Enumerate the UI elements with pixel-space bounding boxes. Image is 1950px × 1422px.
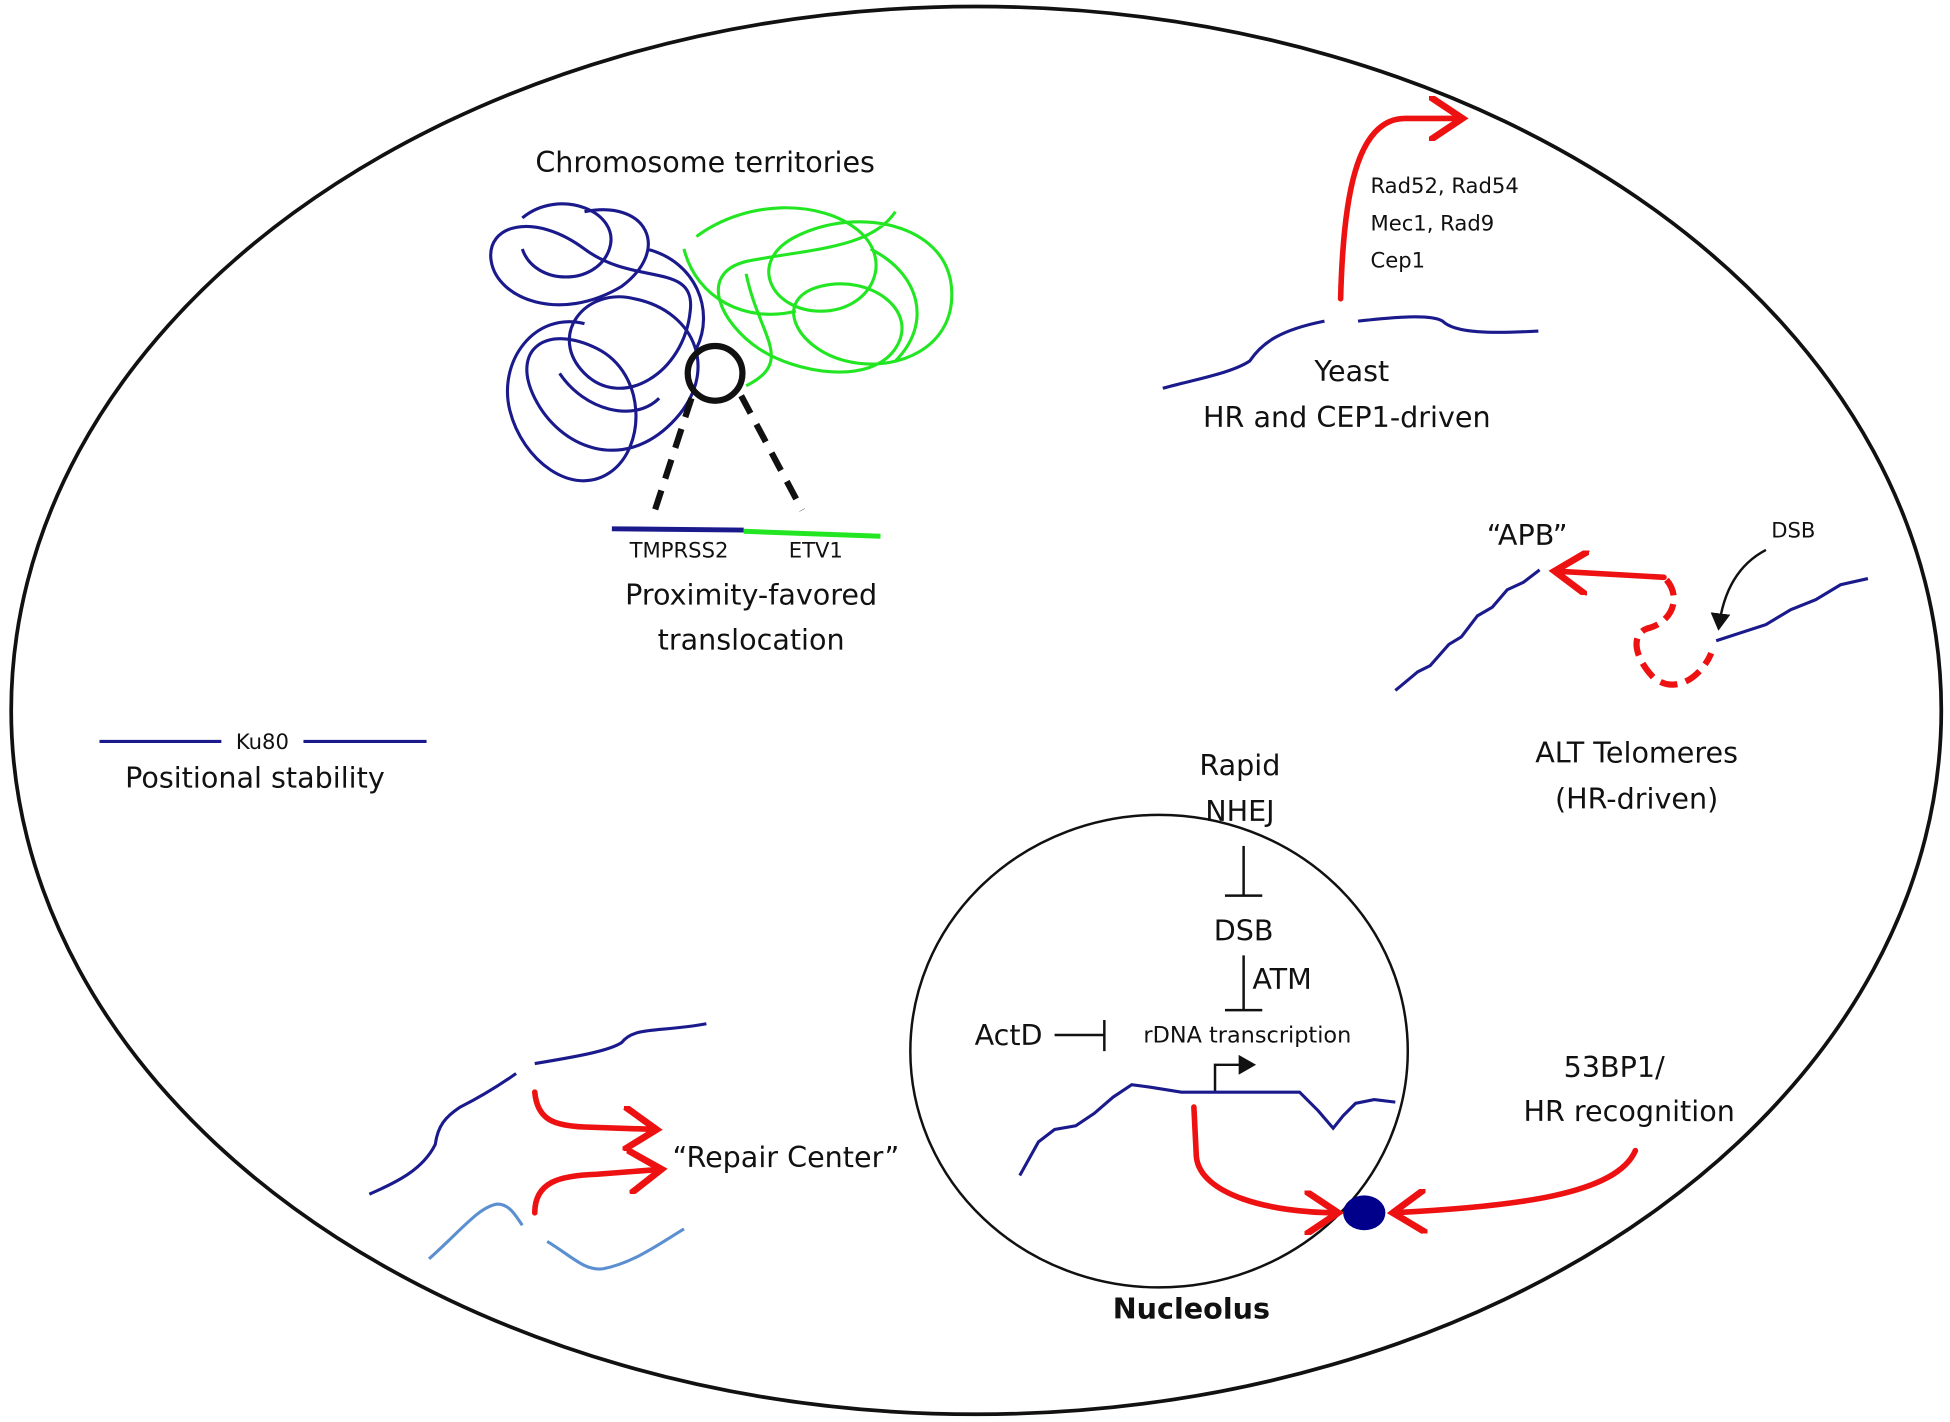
- tmprss2-segment: [611, 526, 744, 533]
- chromosome-territories: Chromosome territories TMPRSS2 ETV1 Prox…: [489, 145, 954, 656]
- telomere-dna-right: [1715, 577, 1869, 643]
- green-chromosome-territory: [682, 206, 954, 388]
- atm-inhibits-transcription-icon: [1224, 955, 1263, 1012]
- repair-dna-light-left: [428, 1202, 524, 1260]
- yeast-factor-3: Cep1: [1370, 248, 1425, 273]
- proximity-caption-line1: Proximity-favored: [625, 578, 877, 612]
- positional-stability-caption: Positional stability: [125, 760, 385, 794]
- nhej-inhibits-dsb-icon: [1224, 845, 1263, 897]
- repair-center-arrow-2: [531, 1169, 662, 1216]
- nucleolus-label: Nucleolus: [1113, 1292, 1270, 1326]
- tmprss2-label: TMPRSS2: [629, 537, 729, 562]
- zoom-dashed-line-right: [738, 394, 805, 512]
- repair-center-arrow-1: [531, 1089, 657, 1129]
- yeast-caption-line2: HR and CEP1-driven: [1203, 400, 1491, 434]
- atm-label: ATM: [1252, 962, 1311, 996]
- nucleolus-outline: [909, 813, 1410, 1289]
- yeast-section: Rad52, Rad54 Mec1, Rad9 Cep1 Yeast HR an…: [1162, 118, 1539, 434]
- repair-center-label: “Repair Center”: [673, 1140, 900, 1174]
- actd-label: ActD: [975, 1018, 1043, 1052]
- recognition-arrow: [1393, 1147, 1639, 1213]
- etv1-segment: [743, 528, 881, 539]
- actd-inhibits-icon: [1054, 1020, 1106, 1052]
- rdna-locus: [1018, 1083, 1396, 1177]
- yeast-dna-right: [1357, 315, 1539, 334]
- yeast-dna-left: [1162, 319, 1325, 390]
- chromosome-territories-title: Chromosome territories: [535, 145, 875, 179]
- dsb-label-alt: DSB: [1771, 518, 1815, 543]
- nhej-label: NHEJ: [1205, 794, 1274, 828]
- telomere-strand-invasion-dashed: [1633, 577, 1715, 688]
- yeast-factor-1: Rad52, Rad54: [1370, 173, 1518, 198]
- rdna-relocation-arrow: [1191, 1104, 1338, 1213]
- repair-dna-right: [534, 1022, 707, 1066]
- nucleus-outline: [9, 4, 1944, 1417]
- alt-caption-line2: (HR-driven): [1555, 782, 1718, 816]
- nucleolar-cap-focus: [1343, 1195, 1386, 1231]
- telomere-dna-left: [1394, 568, 1541, 692]
- translocation-focus-circle: [684, 342, 746, 404]
- alt-caption-line1: ALT Telomeres: [1535, 736, 1738, 770]
- zoom-dashed-line-left: [649, 397, 695, 518]
- yeast-factor-2: Mec1, Rad9: [1370, 210, 1494, 235]
- recognition-section: 53BP1/ HR recognition: [1393, 1050, 1735, 1213]
- dsb-pointer-arrow: [1710, 548, 1767, 631]
- alt-telomeres-section: “APB” DSB ALT Telomeres (HR-driven): [1394, 518, 1869, 816]
- rapid-label: Rapid: [1199, 748, 1280, 782]
- apb-label: “APB”: [1487, 518, 1568, 552]
- rdna-transcription-label: rDNA transcription: [1143, 1022, 1351, 1048]
- transcription-start-arrow-icon: [1213, 1054, 1257, 1093]
- etv1-label: ETV1: [789, 537, 843, 562]
- recognition-line2: HR recognition: [1523, 1094, 1734, 1128]
- repair-dna-left: [368, 1072, 517, 1196]
- dsb-label-nucleolus: DSB: [1214, 913, 1274, 947]
- ku80-label: Ku80: [236, 729, 289, 754]
- yeast-caption-line1: Yeast: [1313, 354, 1389, 388]
- proximity-caption-line2: translocation: [658, 622, 845, 656]
- yeast-relocation-arrow: [1337, 118, 1463, 302]
- recognition-line1: 53BP1/: [1564, 1050, 1665, 1084]
- nucleolus-section: Rapid NHEJ DSB ATM ActD rDNA transcripti…: [909, 748, 1410, 1326]
- blue-chromosome-territory: [489, 202, 706, 483]
- repair-center-section: “Repair Center”: [368, 1022, 900, 1271]
- positional-stability-section: Ku80 Positional stability: [99, 729, 427, 794]
- apb-movement-arrow: [1555, 571, 1667, 577]
- repair-dna-light-right: [546, 1227, 685, 1271]
